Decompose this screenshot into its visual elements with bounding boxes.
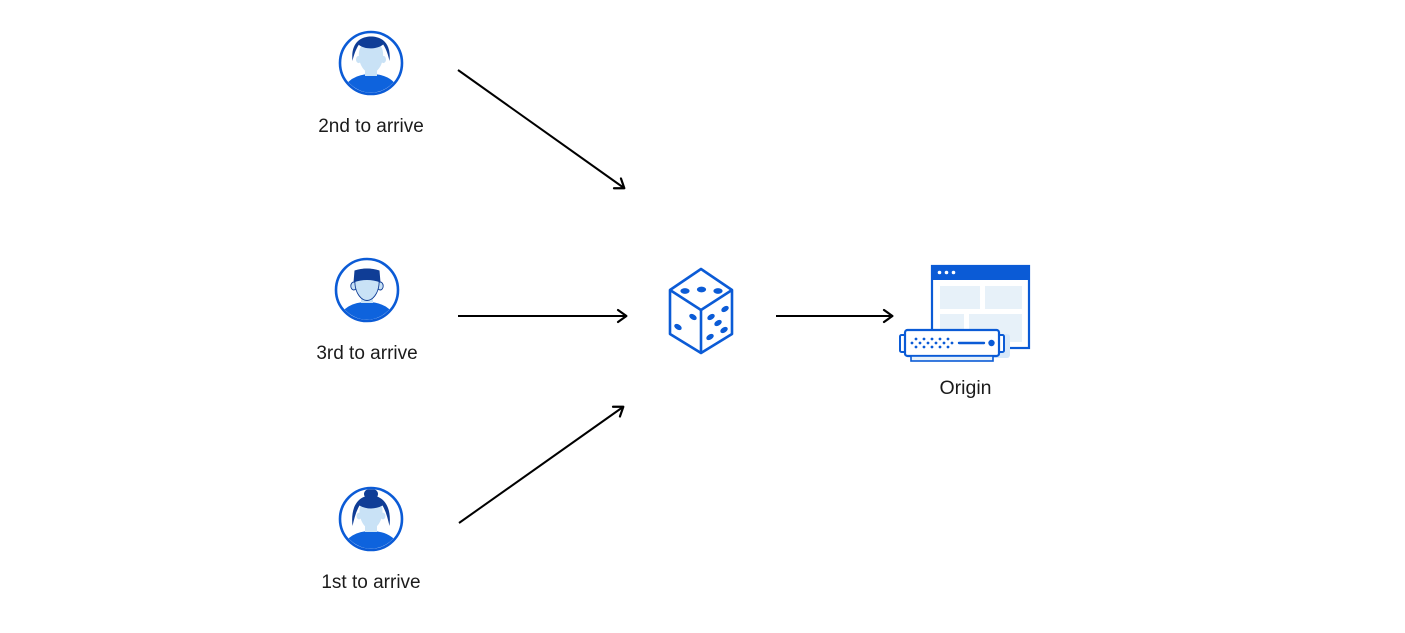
visitor-third-label: 3rd to arrive (316, 343, 418, 364)
origin-label: Origin (939, 377, 992, 399)
server-unit (899, 328, 1005, 362)
dice-icon (668, 267, 734, 355)
woman-avatar-icon (338, 486, 404, 552)
visitor-first-label: 1st to arrive (321, 572, 421, 593)
browser-titlebar (931, 265, 1030, 280)
node-origin: Origin (898, 262, 1033, 400)
node-visitor-third: 3rd to arrive (267, 257, 467, 365)
arrow-second-to-dice (457, 69, 626, 190)
node-visitor-first: 1st to arrive (271, 486, 471, 594)
arrow-first-to-dice (458, 405, 625, 524)
node-visitor-second: 2nd to arrive (271, 30, 471, 138)
man-flattop-avatar-icon (334, 257, 400, 323)
origin-server-browser-icon (899, 264, 1031, 362)
visitor-second-label: 2nd to arrive (318, 116, 424, 137)
node-dice (663, 264, 741, 358)
man-avatar-icon (338, 30, 404, 96)
